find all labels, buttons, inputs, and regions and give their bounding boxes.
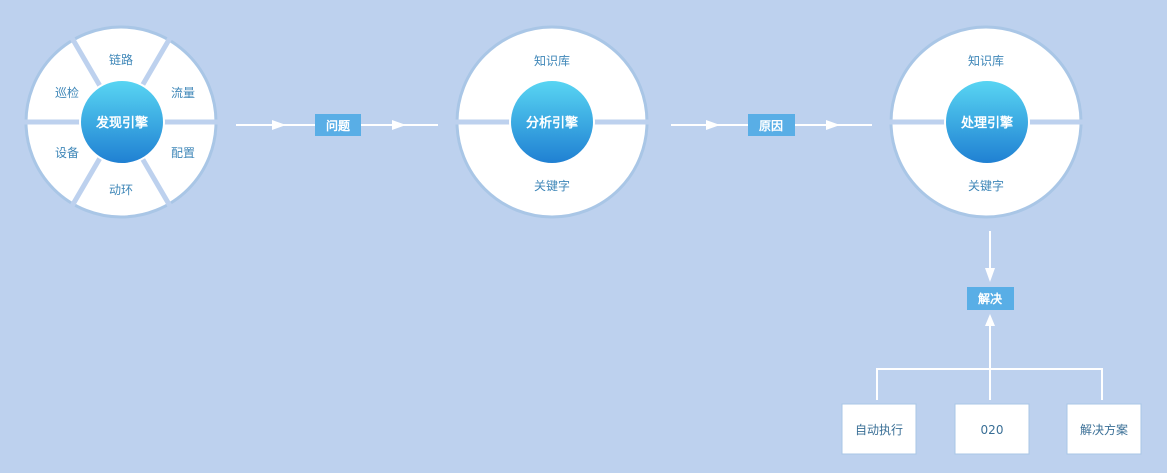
solution-box-o2o[interactable]: 020	[954, 403, 1030, 455]
discover-segment-link[interactable]: 链路	[109, 52, 133, 67]
problem-tag	[315, 114, 361, 136]
arrow-right-icon	[706, 120, 720, 130]
solution-plan-label: 解决方案	[1080, 422, 1128, 437]
analyze-hub-label: 分析引擎	[526, 115, 578, 131]
cause-tag	[748, 114, 795, 136]
process-engine[interactable]: 知识库 关键字 处理引擎	[889, 25, 1083, 219]
arrow-down-icon	[985, 268, 995, 282]
resolve-tag	[967, 287, 1014, 310]
process-hub[interactable]	[944, 79, 1030, 165]
process-hub-label: 处理引擎	[960, 115, 1013, 131]
solutions-bracket	[876, 368, 1103, 400]
analyze-segment-knowledge-base[interactable]: 知识库	[534, 53, 570, 68]
analyze-segment-keyword[interactable]: 关键字	[534, 178, 570, 193]
arrow-up-icon	[985, 314, 995, 326]
resolve-connector: 解决	[967, 231, 1014, 400]
discover-segment-inspection[interactable]: 巡检	[55, 85, 79, 100]
solution-o2o-label: 020	[981, 423, 1004, 437]
solution-auto-execute-label: 自动执行	[855, 423, 903, 437]
process-segment-keyword[interactable]: 关键字	[968, 178, 1004, 193]
discover-segment-config[interactable]: 配置	[171, 146, 195, 160]
arrow-right-icon	[392, 120, 406, 130]
discover-engine[interactable]: 链路 流量 配置 动环 设备 巡检 发现引擎	[24, 25, 218, 219]
analyze-engine[interactable]: 知识库 关键字 分析引擎	[455, 25, 649, 219]
arrow-right-icon	[272, 120, 286, 130]
cause-connector: 原因	[671, 114, 872, 136]
solution-box-plan[interactable]: 解决方案	[1066, 403, 1142, 455]
problem-tag-label: 问题	[326, 118, 351, 133]
analyze-hub[interactable]	[509, 79, 595, 165]
discover-segment-device[interactable]: 设备	[55, 146, 79, 160]
resolve-tag-label: 解决	[978, 291, 1003, 306]
process-segment-knowledge-base[interactable]: 知识库	[968, 53, 1004, 68]
discover-segment-power-env[interactable]: 动环	[109, 183, 133, 197]
cause-tag-label: 原因	[759, 118, 783, 133]
problem-connector: 问题	[236, 114, 438, 136]
discover-hub[interactable]	[79, 79, 165, 165]
arrow-right-icon	[826, 120, 840, 130]
solution-box-auto-execute[interactable]: 自动执行	[841, 403, 917, 455]
discover-segment-traffic[interactable]: 流量	[171, 86, 195, 100]
discover-hub-label: 发现引擎	[95, 115, 148, 131]
